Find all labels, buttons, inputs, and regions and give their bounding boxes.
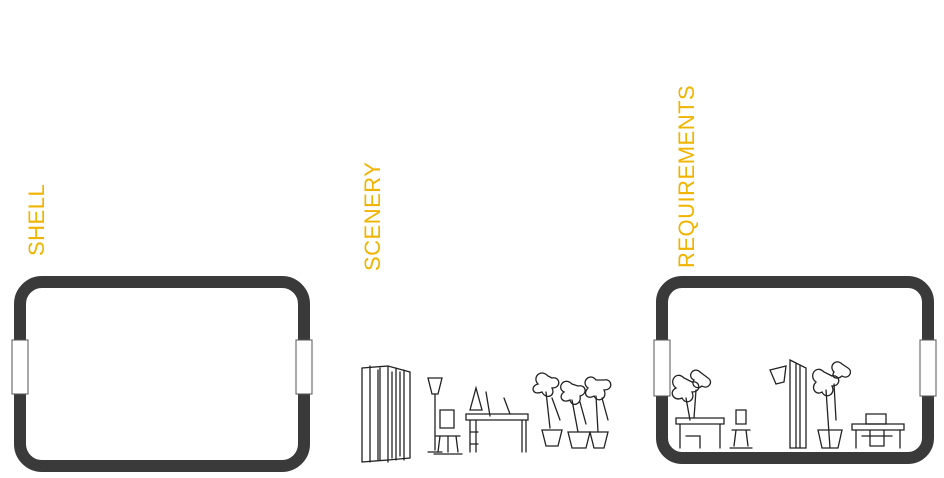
scenery-furniture-icon bbox=[362, 366, 611, 462]
shell-frame-icon bbox=[12, 282, 312, 466]
requirements-furniture-icon bbox=[672, 360, 904, 448]
